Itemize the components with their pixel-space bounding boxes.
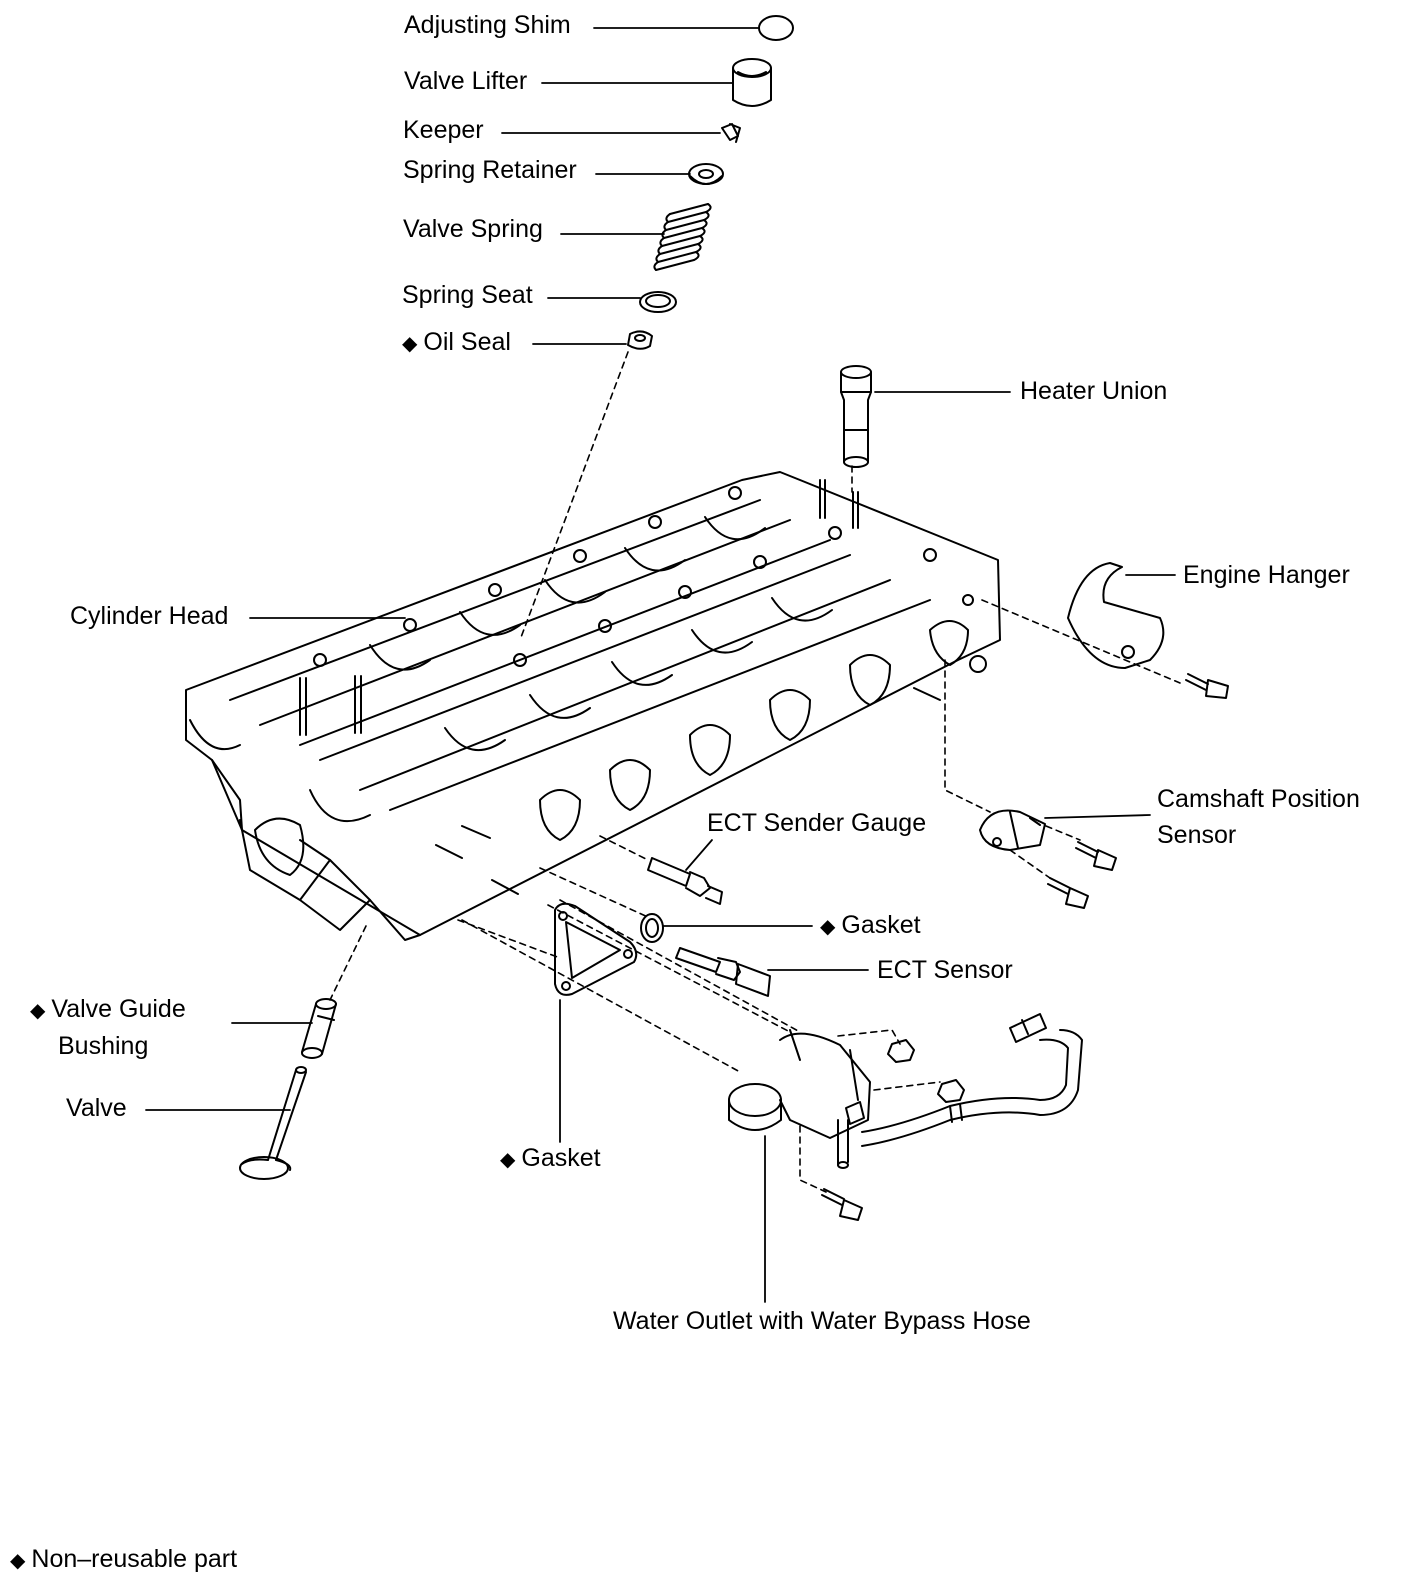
label-gasket-upper: ◆Gasket bbox=[820, 910, 921, 942]
label-valve-lifter: Valve Lifter bbox=[404, 67, 528, 95]
keeper-part bbox=[721, 123, 741, 143]
spring-retainer-part bbox=[688, 163, 724, 185]
water-outlet-bolt bbox=[821, 1188, 863, 1221]
label-oil-seal: ◆Oil Seal bbox=[402, 327, 511, 359]
ect-sensor-part bbox=[675, 947, 771, 997]
label-valve-guide-bushing-line2: Bushing bbox=[58, 1032, 149, 1060]
water-outlet-nuts bbox=[887, 1039, 965, 1103]
label-spring-retainer: Spring Retainer bbox=[403, 156, 577, 184]
label-camshaft-position-line1: Camshaft Position bbox=[1157, 785, 1360, 813]
label-camshaft-position-line2: Sensor bbox=[1157, 821, 1237, 849]
gasket-ring-part bbox=[640, 913, 664, 943]
legend: ◆Non–reusable part bbox=[10, 1545, 237, 1574]
leader-lines bbox=[145, 27, 1176, 1303]
non-reusable-marker: ◆ bbox=[820, 916, 836, 938]
label-adjusting-shim: Adjusting Shim bbox=[404, 11, 571, 39]
legend-text: Non–reusable part bbox=[31, 1545, 238, 1573]
label-gasket-lower: ◆Gasket bbox=[500, 1143, 601, 1175]
gasket-lower-text: Gasket bbox=[521, 1144, 601, 1172]
label-cylinder-head: Cylinder Head bbox=[70, 602, 229, 630]
non-reusable-marker: ◆ bbox=[30, 1000, 46, 1022]
label-valve: Valve bbox=[66, 1094, 127, 1122]
label-heater-union: Heater Union bbox=[1020, 377, 1168, 405]
engine-hanger-bolt bbox=[1185, 673, 1229, 699]
label-ect-sensor: ECT Sensor bbox=[877, 956, 1013, 984]
assembly-dashed-lines bbox=[329, 351, 1181, 1193]
spring-seat-part bbox=[639, 291, 677, 313]
camshaft-sensor-bolts bbox=[1047, 841, 1117, 909]
valve-guide-text: Valve Guide bbox=[51, 995, 186, 1023]
valve-lifter-part bbox=[732, 58, 772, 107]
oil-seal-part bbox=[627, 330, 653, 350]
legend-symbol: ◆ bbox=[10, 1550, 26, 1572]
label-ect-sender-gauge: ECT Sender Gauge bbox=[707, 809, 927, 837]
camshaft-position-sensor-part bbox=[979, 809, 1046, 851]
outlet-gasket-part bbox=[554, 902, 638, 996]
label-valve-guide-bushing-line1: ◆Valve Guide bbox=[30, 994, 186, 1026]
valve-guide-bushing-part bbox=[301, 998, 337, 1059]
non-reusable-marker: ◆ bbox=[402, 333, 418, 355]
water-outlet-part bbox=[728, 1013, 1083, 1169]
engine-hanger-part bbox=[1067, 562, 1165, 669]
label-spring-seat: Spring Seat bbox=[402, 281, 533, 309]
valve-part bbox=[239, 1066, 307, 1180]
gasket-upper-text: Gasket bbox=[841, 911, 921, 939]
cylinder-head-part bbox=[185, 471, 1001, 941]
ect-sender-gauge-part bbox=[647, 857, 723, 905]
label-water-outlet: Water Outlet with Water Bypass Hose bbox=[613, 1307, 1031, 1335]
heater-union-part bbox=[840, 365, 872, 468]
label-valve-spring: Valve Spring bbox=[403, 215, 543, 243]
valve-spring-part bbox=[653, 203, 712, 271]
non-reusable-marker: ◆ bbox=[500, 1149, 516, 1171]
label-engine-hanger: Engine Hanger bbox=[1183, 561, 1350, 589]
label-keeper: Keeper bbox=[403, 116, 484, 144]
oil-seal-text: Oil Seal bbox=[423, 328, 511, 356]
adjusting-shim-part bbox=[758, 15, 794, 41]
